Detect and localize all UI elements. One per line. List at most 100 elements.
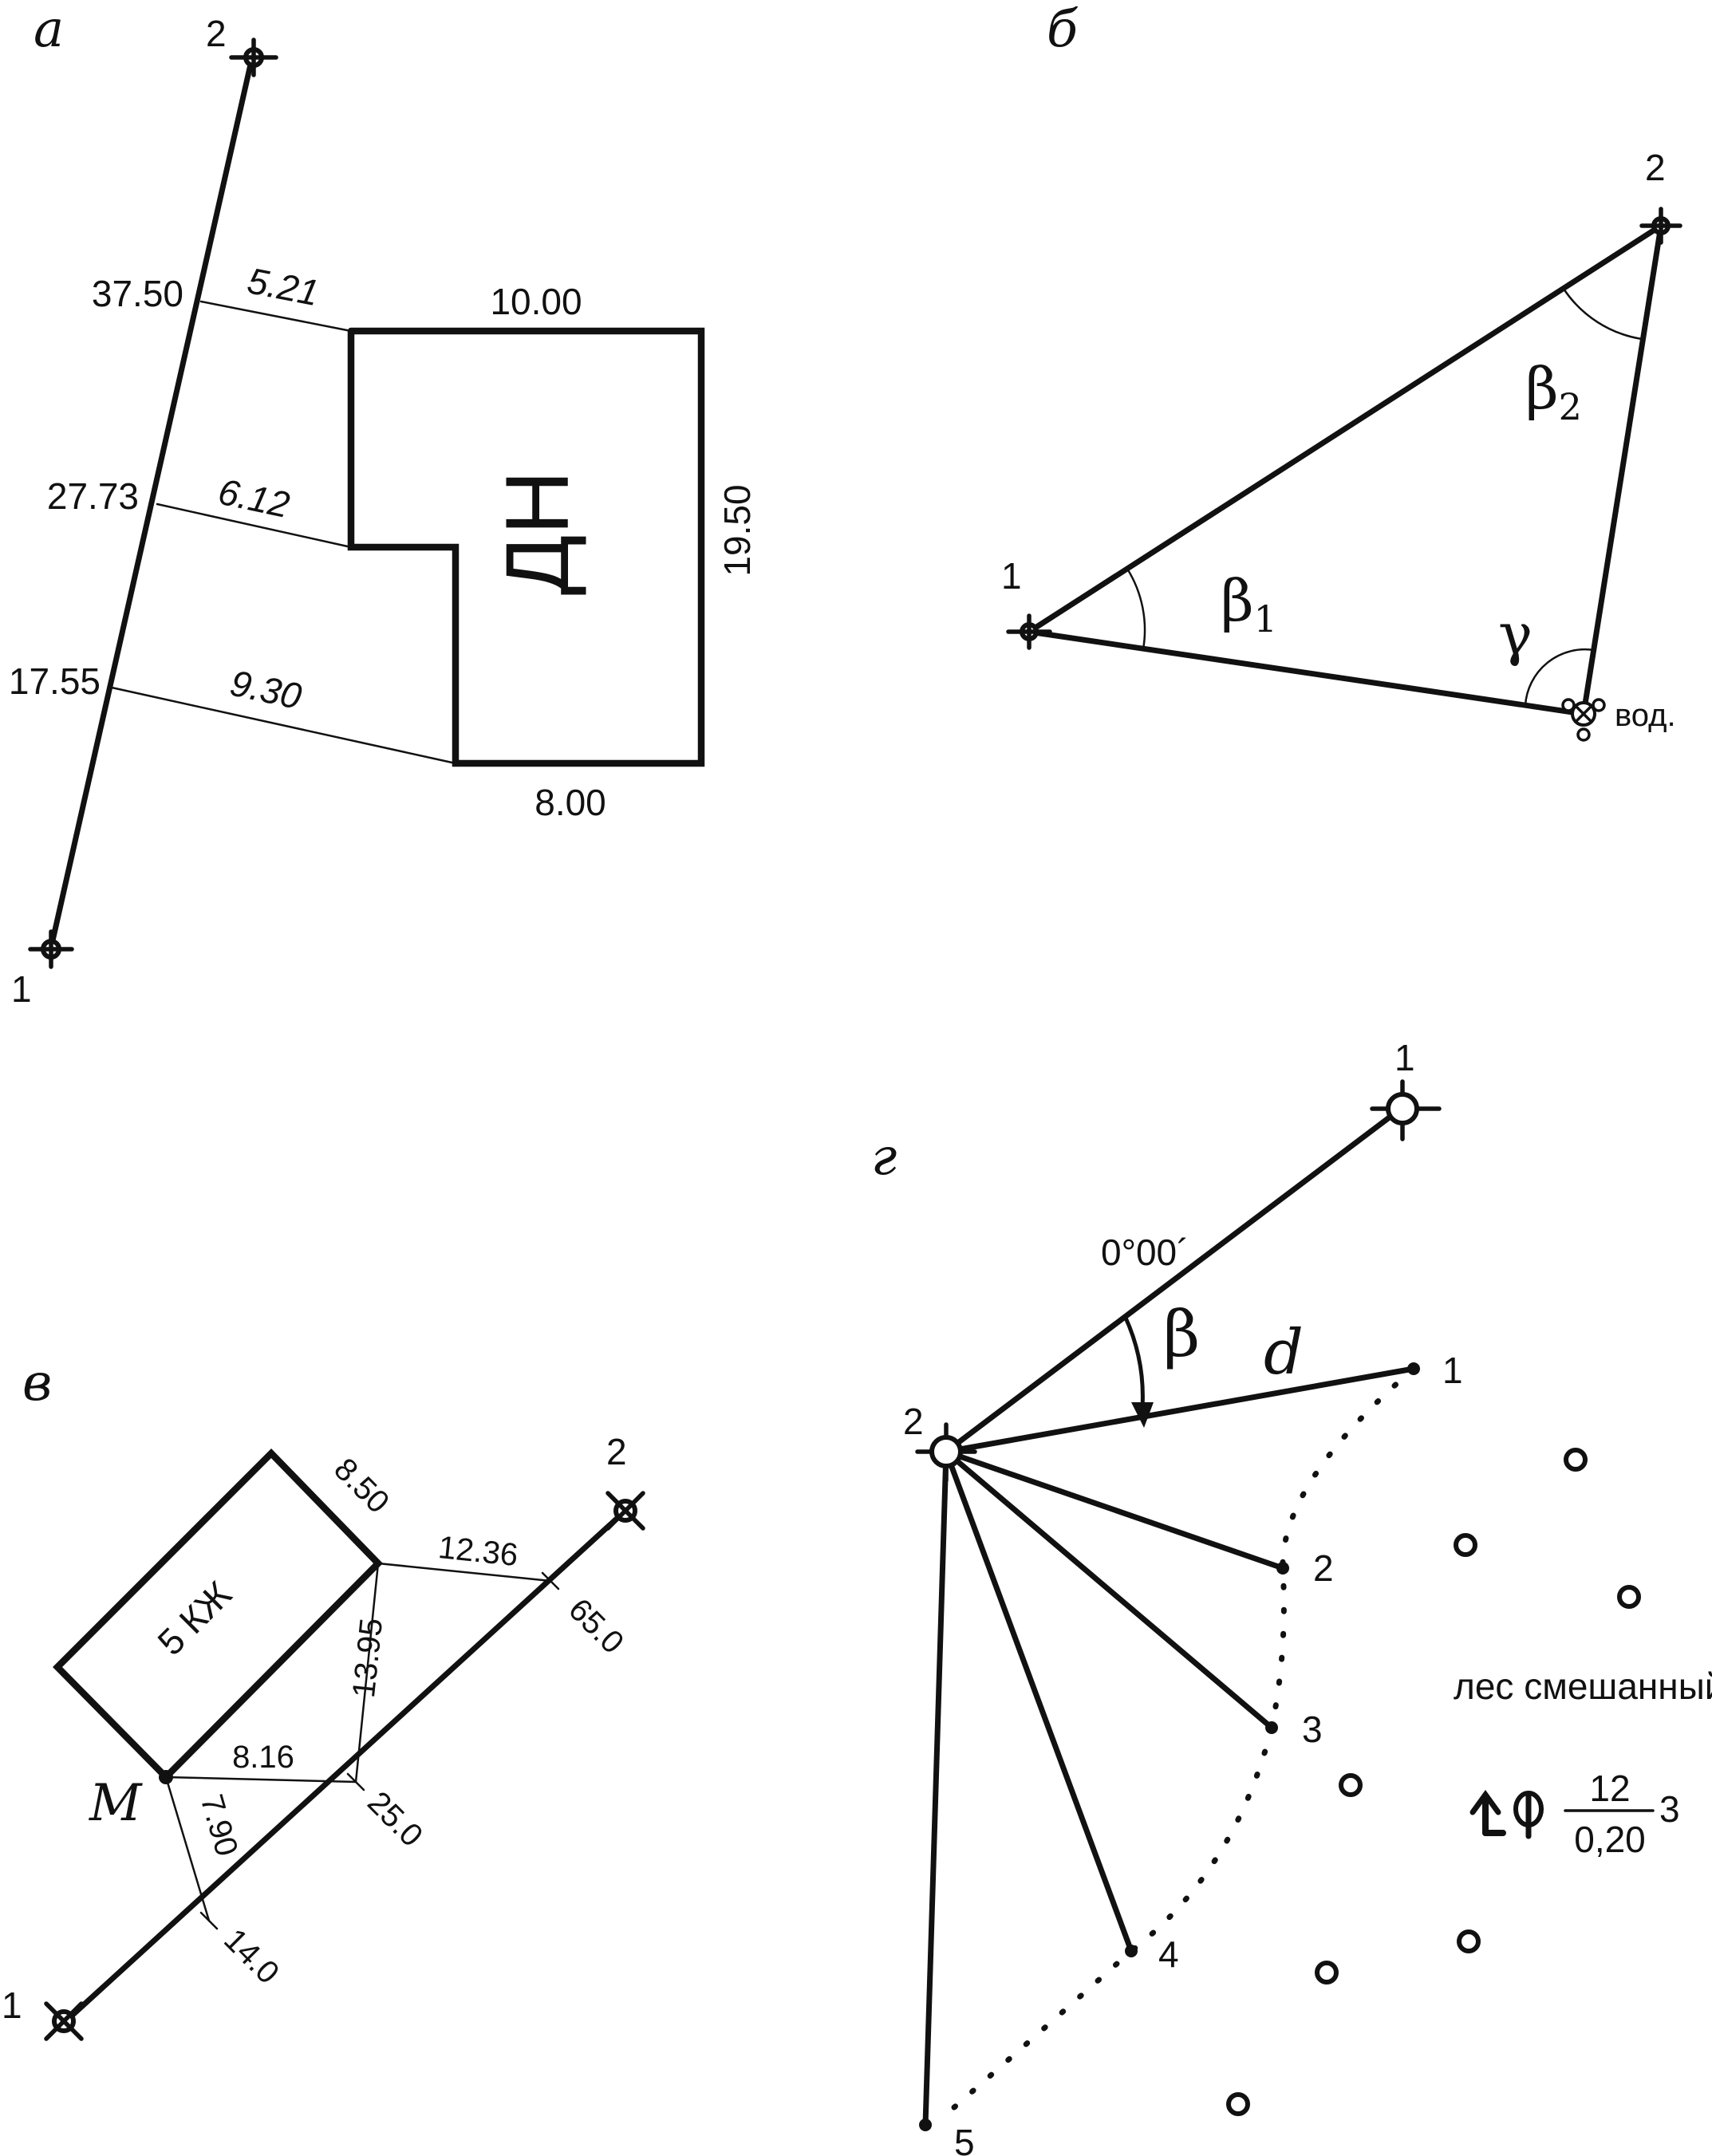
chainage-label-c: 14.0 [217,1922,286,1991]
chainage-label-3: 17.55 [9,660,101,702]
station-origin-marker [915,1422,977,1483]
ray-point-5 [922,1449,949,2128]
measure-line-d [164,1776,211,1922]
point-1-label: 1 [1442,1350,1463,1391]
angle-arc-beta2 [1562,287,1643,341]
offset-line-3 [110,686,457,765]
side-2-well [1580,223,1664,717]
measure-label-b: 13.95 [346,1617,389,1700]
panel-v-label: в [22,1354,52,1413]
station-1-label: 1 [2,1985,22,2026]
ray-point-3 [943,1449,1275,1731]
ray-point-4 [943,1449,1134,1954]
building-side-dimension: 19.50 [716,484,758,576]
chainage-label-1: 37.50 [92,273,183,314]
angle-beta-label: β [1163,1297,1200,1371]
station-1-marker [44,2001,84,2041]
deciduous-tree-icon [1513,1791,1544,1839]
measure-label-d: 7.90 [194,1791,245,1860]
chainage-label-b: 25.0 [361,1785,429,1854]
tree-circle [1617,1585,1641,1609]
chainage-tick-c [199,1911,219,1930]
angle-arc-gamma [1524,648,1596,707]
panel-g-label: г [871,1128,897,1187]
tree-circle [1564,1448,1588,1472]
forest-spacing-value: 3 [1659,1788,1680,1830]
zero-direction-label: 0°00´ [1101,1232,1189,1273]
forest-boundary [938,1366,1417,2122]
measure-label-a: 12.36 [436,1530,519,1573]
chainage-label-a: 65.0 [562,1592,630,1661]
well-icon [1561,698,1606,742]
offset-line-1 [199,300,353,333]
forest-height-value: 12 [1589,1768,1630,1809]
measure-line-c [164,1776,357,1784]
station-2-label: 2 [606,1431,627,1472]
ray-point-2 [943,1449,1286,1571]
distance-d-label: d [1264,1317,1304,1389]
angle-beta-arc [1122,1314,1145,1410]
panel-a: а 2 1 37.50 27.73 17.55 5.21 6.12 9.30 [9,0,758,1010]
station-1-label: 1 [11,968,32,1010]
building-side-label: 8.50 [327,1452,396,1520]
forest-diameter-value: 0,20 [1574,1819,1646,1860]
panel-b-label: б [1047,0,1079,59]
landmark-label: вод. [1615,698,1676,733]
station-2-label: 2 [206,13,227,54]
chainage-label-2: 27.73 [47,475,139,517]
station-ref-label: 1 [1394,1037,1415,1078]
building-code-label: ДН [487,471,587,596]
point-5-label: 5 [954,2122,975,2156]
building-top-dimension: 10.00 [490,281,582,322]
panel-b: б 1 2 вод. [1001,0,1682,742]
measure-line-a [377,1562,552,1583]
angle-arc-beta1 [1126,567,1146,651]
tree-circle [1315,1961,1339,1985]
point-5-dot [919,2119,932,2131]
offset-label-3: 9.30 [227,662,306,718]
measure-line-b [354,1562,380,1784]
offset-label-1: 5.21 [244,259,322,313]
station-2-marker [229,37,278,77]
side-1-2 [1026,223,1664,635]
station-1-marker [1006,613,1052,650]
tree-circle [1226,2092,1250,2116]
tree-circle [1339,1773,1363,1797]
reference-direction-line [943,1106,1404,1455]
point-2-label: 2 [1313,1547,1334,1589]
point-2-dot [1276,1562,1289,1575]
chainage-tick-a [541,1571,560,1590]
station-1-marker [1370,1079,1442,1141]
corner-point-label: M [89,1774,143,1833]
station-1-marker [28,929,74,969]
panel-a-label: а [34,0,64,59]
station-2-marker [1639,207,1682,245]
forest-tree-markers [1226,1448,1641,2116]
angle-beta2-label: β2 [1525,355,1582,428]
building-code-label: 5 КЖ [149,1573,239,1663]
station-2-marker [606,1491,645,1531]
station-1-label: 1 [1001,555,1022,597]
chainage-tick-b [346,1772,365,1791]
forest-type-label: лес смешанный [1454,1665,1712,1707]
angle-beta-arrowhead [1131,1402,1154,1428]
building-bottom-dimension: 8.00 [535,782,606,823]
angle-beta1-label: β1 [1221,567,1277,640]
traverse-line-1-2 [48,54,255,951]
angle-gamma-label: γ [1498,601,1533,668]
station-origin-label: 2 [903,1401,924,1442]
traverse-line-1-2 [59,1508,629,2028]
tree-circle [1457,1929,1481,1953]
point-3-label: 3 [1302,1709,1323,1750]
panel-v: в 2 1 5 КЖ 8.50 M [2,1354,645,2041]
coniferous-tree-icon [1469,1790,1506,1836]
measure-label-c: 8.16 [232,1740,294,1775]
ray-point-1 [943,1366,1417,1455]
offset-line-2 [156,503,353,549]
point-4-label: 4 [1158,1933,1179,1975]
panel-g: г 1 2 1 [871,1037,1712,2156]
tree-circle [1454,1533,1477,1557]
side-1-well [1026,629,1587,717]
